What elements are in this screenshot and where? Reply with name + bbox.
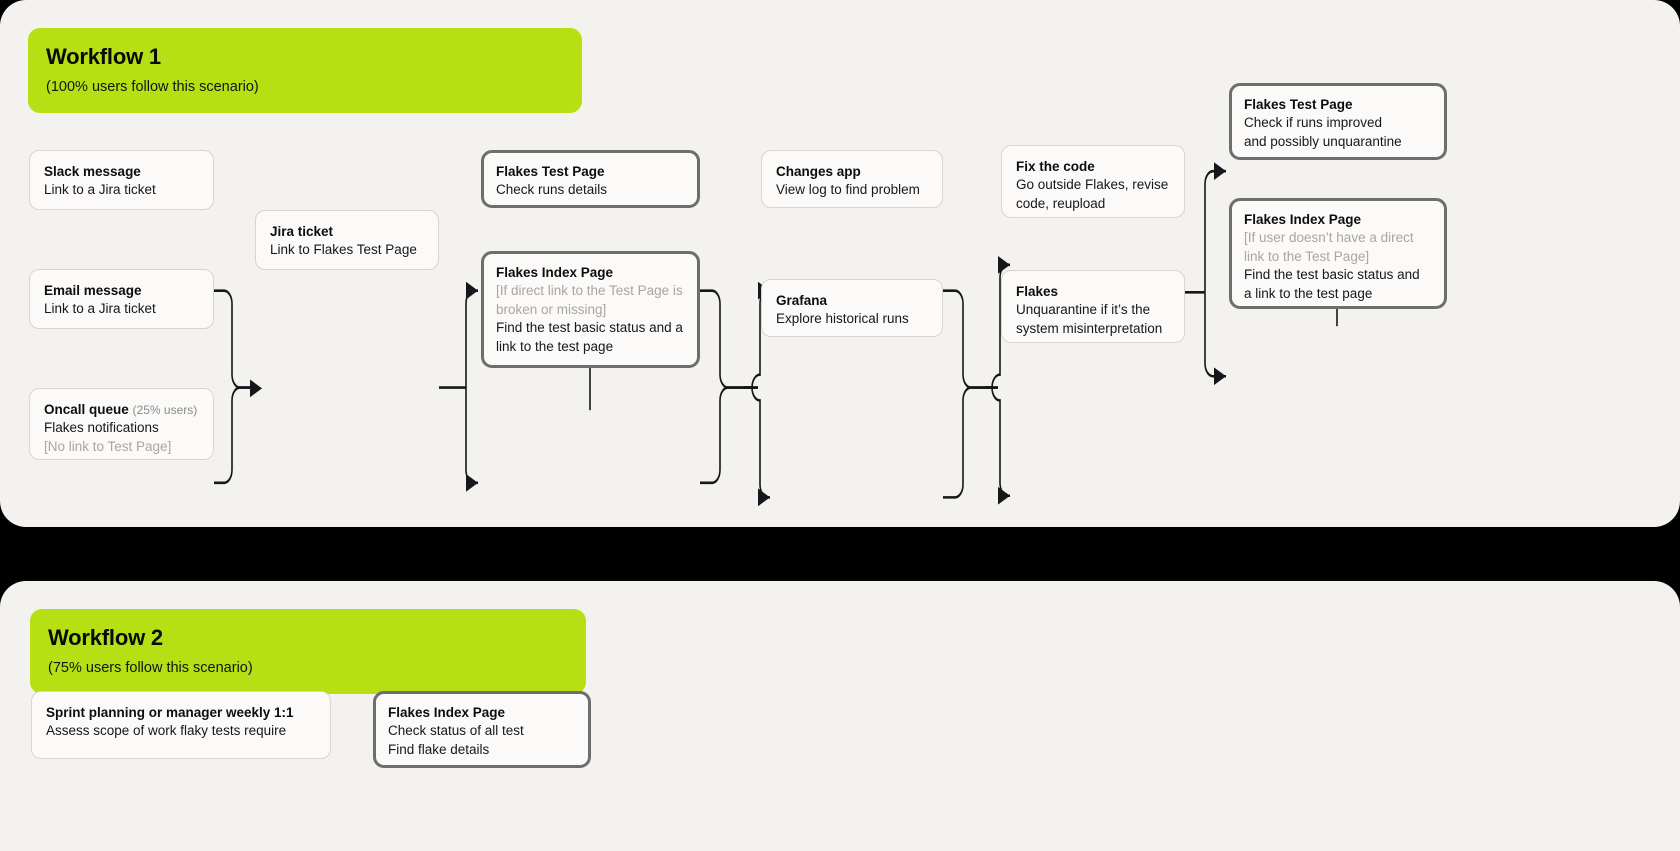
workflow-1-header: Workflow 1 (100% users follow this scena… [28,28,582,113]
node-flakes-index-page-broken-link[interactable]: Flakes Index Page [If direct link to the… [481,251,700,368]
node-line: Check if runs improved [1244,115,1383,131]
workflow-2-title: Workflow 2 [48,625,163,650]
node-line: a link to the test page [1244,286,1373,302]
node-sprint-planning[interactable]: Sprint planning or manager weekly 1:1 As… [31,691,331,759]
node-flakes-test-page-details[interactable]: Flakes Test Page Check runs details [481,150,700,208]
node-title: Flakes Test Page [496,164,605,179]
node-line: code, reupload [1016,195,1106,211]
node-line: Link to a Jira ticket [44,301,156,317]
node-email-message[interactable]: Email message Link to a Jira ticket [29,269,214,329]
node-line: system misinterpretation [1016,320,1163,336]
workflow-1-panel: Workflow 1 (100% users follow this scena… [0,0,1680,672]
node-title: Email message [44,283,142,298]
node-line: Link to Flakes Test Page [270,242,417,258]
workflow-2-header: Workflow 2 (75% users follow this scenar… [30,609,586,694]
node-line-muted: link to the Test Page] [1244,248,1370,264]
node-line-muted: [If user doesn’t have a direct [1244,230,1414,246]
node-line-muted: [If direct link to the Test Page is [496,283,683,299]
workflow-1-subtitle: (100% users follow this scenario) [46,79,259,96]
node-title: Fix the code [1016,159,1095,174]
node-title-badge: (25% users) [132,403,198,417]
node-title: Grafana [776,293,828,308]
node-line: Find the test basic status and [1244,267,1420,283]
node-line: Assess scope of work flaky tests require [46,723,287,739]
workflow-2-panel: Workflow 2 (75% users follow this scenar… [0,581,1680,851]
node-changes-app[interactable]: Changes app View log to find problem [761,150,943,208]
node-title: Sprint planning or manager weekly 1:1 [46,705,294,720]
node-line: Unquarantine if it’s the [1016,302,1151,318]
node-title: Oncall queue (25% users) [44,401,199,419]
node-title: Flakes Index Page [388,705,506,720]
node-line: Find the test basic status and a [496,320,683,336]
node-line: Check status of all test [388,723,524,739]
node-line: Go outside Flakes, revise [1016,177,1169,193]
node-line: View log to find problem [776,182,920,198]
node-flakes-index-page-status[interactable]: Flakes Index Page Check status of all te… [373,691,591,768]
node-fix-the-code[interactable]: Fix the code Go outside Flakes, revise c… [1001,145,1185,218]
node-title: Changes app [776,164,861,179]
node-title: Flakes Index Page [1244,212,1362,227]
node-oncall-queue[interactable]: Oncall queue (25% users) Flakes notifica… [29,388,214,460]
node-line: Flakes notifications [44,420,159,436]
node-slack-message[interactable]: Slack message Link to a Jira ticket [29,150,214,210]
node-title-text: Oncall queue [44,402,129,417]
workflow-2-subtitle: (75% users follow this scenario) [48,660,253,677]
node-title: Flakes Index Page [496,265,614,280]
node-line: link to the test page [496,339,614,355]
node-flakes-unquarantine[interactable]: Flakes Unquarantine if it’s the system m… [1001,270,1185,343]
node-jira-ticket[interactable]: Jira ticket Link to Flakes Test Page [255,210,439,270]
node-line: Find flake details [388,741,490,757]
node-line: Explore historical runs [776,311,909,327]
node-line-muted: broken or missing] [496,301,607,317]
node-flakes-index-page-no-direct-link[interactable]: Flakes Index Page [If user doesn’t have … [1229,198,1447,309]
node-flakes-test-page-improved[interactable]: Flakes Test Page Check if runs improved … [1229,83,1447,160]
node-line: Link to a Jira ticket [44,182,156,198]
workflow-1-title: Workflow 1 [46,44,161,69]
node-title: Jira ticket [270,224,334,239]
node-title: Flakes [1016,284,1059,299]
node-title: Slack message [44,164,141,179]
node-title: Flakes Test Page [1244,97,1353,112]
node-line-muted: [No link to Test Page] [44,438,172,454]
node-line: Check runs details [496,182,608,198]
node-grafana[interactable]: Grafana Explore historical runs [761,279,943,337]
node-line: and possibly unquarantine [1244,133,1402,149]
